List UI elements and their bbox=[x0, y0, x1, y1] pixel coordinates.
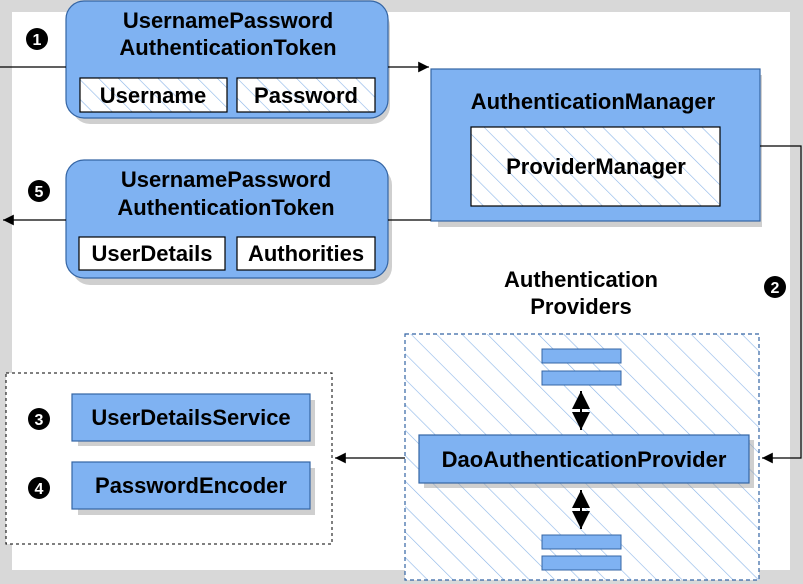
step-3-number: 3 bbox=[35, 412, 44, 429]
user-details-service-box bbox=[71, 393, 311, 442]
top-authentication-token: UsernamePassword AuthenticationToken Use… bbox=[65, 0, 390, 124]
dao-provider-label: DaoAuthenticationProvider bbox=[442, 447, 727, 472]
authentication-manager-title: AuthenticationManager bbox=[471, 89, 716, 114]
provider-manager-label: ProviderManager bbox=[506, 154, 686, 179]
step-1-badge: 1 bbox=[26, 28, 48, 50]
dao-provider-box bbox=[418, 434, 750, 484]
bottom-token-title-line1: UsernamePassword bbox=[121, 167, 331, 192]
userdetails-field-label: UserDetails bbox=[91, 241, 212, 266]
provider-bar-top-1 bbox=[541, 348, 622, 364]
provider-bar-bottom-1 bbox=[541, 534, 622, 550]
authentication-providers-group: DaoAuthenticationProvider bbox=[404, 333, 760, 581]
authentication-manager: AuthenticationManager ProviderManager bbox=[430, 68, 762, 227]
step-4-number: 4 bbox=[35, 481, 44, 498]
password-field-label: Password bbox=[254, 83, 358, 108]
providers-title-line1: Authentication bbox=[504, 267, 658, 292]
providers-title-line2: Providers bbox=[530, 294, 632, 319]
userdetails-field-box bbox=[78, 236, 226, 271]
step-5-number: 5 bbox=[35, 184, 44, 201]
authorities-field-label: Authorities bbox=[248, 241, 364, 266]
provider-bar-top-2 bbox=[541, 370, 622, 386]
username-field-label: Username bbox=[100, 83, 206, 108]
step-2-badge: 2 bbox=[764, 276, 786, 298]
user-details-service-label: UserDetailsService bbox=[91, 405, 290, 430]
top-token-title-line2: AuthenticationToken bbox=[119, 35, 336, 60]
authorities-field-box bbox=[236, 236, 376, 271]
bottom-authentication-token: UsernamePassword AuthenticationToken Use… bbox=[65, 159, 392, 285]
step-5-badge: 5 bbox=[28, 180, 50, 202]
step-4-badge: 4 bbox=[28, 477, 50, 499]
password-field-box bbox=[236, 77, 376, 113]
password-encoder-label: PasswordEncoder bbox=[95, 473, 287, 498]
step-1-number: 1 bbox=[33, 32, 42, 49]
top-token-title-line1: UsernamePassword bbox=[123, 8, 333, 33]
bottom-token-title-line2: AuthenticationToken bbox=[117, 195, 334, 220]
password-encoder-box bbox=[71, 461, 311, 510]
provider-bar-bottom-2 bbox=[541, 555, 622, 571]
arrow-manager-to-dao bbox=[760, 145, 802, 464]
services-group: UserDetailsService PasswordEncoder bbox=[5, 372, 333, 545]
provider-manager-box bbox=[470, 126, 721, 207]
step-2-number: 2 bbox=[771, 280, 780, 297]
step-3-badge: 3 bbox=[28, 408, 50, 430]
username-field-box bbox=[79, 77, 228, 113]
